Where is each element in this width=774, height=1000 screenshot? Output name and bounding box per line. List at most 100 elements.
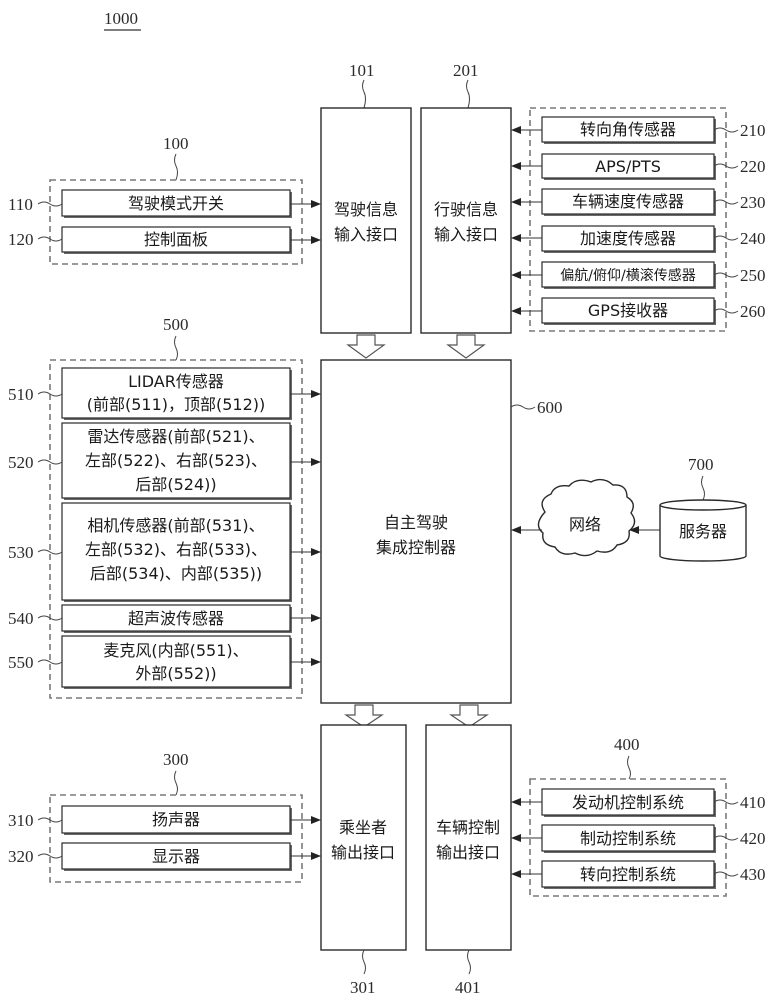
interface-301[interactable]: 乘坐者 输出接口 301	[320, 724, 407, 997]
label-230: 车辆速度传感器	[572, 192, 684, 211]
leader-700	[701, 475, 705, 501]
component-420[interactable]: 制动控制系统	[541, 824, 716, 853]
component-530[interactable]: 相机传感器(前部(531)、 左部(532)、右部(533)、 后部(534)、…	[61, 502, 292, 602]
leader-260	[713, 308, 739, 314]
component-510[interactable]: LIDAR传感器 (前部(511)，顶部(512))	[61, 367, 292, 420]
component-230[interactable]: 车辆速度传感器	[541, 188, 716, 216]
group-passenger-output-devices: 300 扬声器 310 显示器 320	[8, 750, 321, 883]
ref-220: 220	[740, 157, 766, 176]
arrow-right-icon	[311, 200, 321, 208]
component-320[interactable]: 显示器	[61, 842, 292, 871]
box-201[interactable]	[420, 107, 512, 334]
ref-700: 700	[688, 455, 714, 474]
leader-300	[174, 770, 178, 796]
arrow-left-icon	[511, 162, 521, 170]
component-410[interactable]: 发动机控制系统	[541, 788, 716, 817]
box-120[interactable]	[61, 226, 291, 253]
box-540[interactable]	[61, 604, 291, 632]
component-430[interactable]: 转向控制系统	[541, 860, 716, 889]
arrow-right-icon	[311, 390, 321, 398]
box-401[interactable]	[425, 724, 512, 951]
leader-410	[713, 799, 739, 805]
component-260[interactable]: GPS接收器	[541, 297, 716, 325]
label-220: APS/PTS	[595, 157, 661, 176]
label-430: 转向控制系统	[580, 865, 676, 884]
group-ref-500: 500	[163, 315, 189, 334]
ref-120: 120	[8, 230, 34, 249]
label-201-line2: 输入接口	[434, 225, 498, 244]
component-310[interactable]: 扬声器	[61, 805, 292, 835]
arrow-left-icon	[511, 526, 521, 534]
ref-101: 101	[349, 61, 375, 80]
component-550[interactable]: 麦克风(内部(551)、 外部(552))	[61, 635, 292, 689]
box-240[interactable]	[541, 225, 715, 252]
group-ref-300: 300	[163, 750, 189, 769]
component-540[interactable]: 超声波传感器	[61, 604, 292, 633]
arrow-left-icon	[629, 526, 639, 534]
ref-320: 320	[8, 847, 34, 866]
box-600[interactable]	[320, 359, 512, 704]
component-120[interactable]: 控制面板	[61, 226, 292, 254]
leader-310	[37, 817, 63, 823]
box-230[interactable]	[541, 188, 715, 215]
component-110[interactable]: 驾驶模式开关	[61, 189, 292, 218]
arrow-left-icon	[511, 271, 521, 279]
ref-210: 210	[740, 121, 766, 140]
interface-101[interactable]: 101 驾驶信息 输入接口	[320, 61, 412, 334]
component-520[interactable]: 雷达传感器(前部(521)、 左部(522)、右部(523)、 后部(524))	[61, 422, 292, 500]
ref-520: 520	[8, 453, 34, 472]
box-260[interactable]	[541, 297, 715, 324]
ref-310: 310	[8, 811, 34, 830]
group-vehicle-control-systems: 400 发动机控制系统 410 制动控制系统 420 转向控制系统 430	[511, 735, 766, 897]
leader-101	[362, 79, 366, 109]
arrow-right-icon	[311, 236, 321, 244]
arrow-right-icon	[311, 458, 321, 466]
box-430[interactable]	[541, 860, 715, 888]
label-401-line1: 车辆控制	[436, 818, 500, 837]
box-301[interactable]	[320, 724, 407, 951]
ref-600: 600	[537, 398, 563, 417]
component-220[interactable]: APS/PTS	[541, 153, 716, 180]
ref-510: 510	[8, 385, 34, 404]
block-arrow-down-icon	[449, 704, 489, 728]
box-530[interactable]	[61, 502, 291, 601]
database-icon	[659, 505, 747, 562]
leader-401	[467, 949, 471, 975]
dashed-group-500	[49, 359, 303, 699]
box-510[interactable]	[61, 367, 291, 419]
label-301-line1: 乘坐者	[339, 818, 387, 837]
ref-250: 250	[740, 266, 766, 285]
label-210: 转向角传感器	[580, 120, 676, 139]
label-101-line1: 驾驶信息	[334, 200, 398, 219]
box-110[interactable]	[61, 189, 291, 217]
group-ref-400: 400	[614, 735, 640, 754]
component-240[interactable]: 加速度传感器	[541, 225, 716, 253]
controller-600[interactable]: 自主驾驶 集成控制器	[320, 359, 512, 704]
leader-500	[174, 335, 178, 361]
arrow-left-icon	[511, 307, 521, 315]
label-520-line1: 雷达传感器(前部(521)、	[87, 427, 264, 446]
component-250[interactable]: 偏航/俯仰/横滚传感器	[541, 261, 716, 289]
box-520[interactable]	[61, 422, 291, 499]
ref-110: 110	[8, 195, 33, 214]
leader-201	[466, 79, 470, 109]
interface-201[interactable]: 201 行驶信息 输入接口	[420, 61, 512, 334]
leader-520	[37, 459, 63, 465]
component-210[interactable]: 转向角传感器	[541, 116, 716, 144]
box-250[interactable]	[541, 261, 715, 288]
network-cloud[interactable]: 网络	[537, 478, 636, 557]
label-310: 扬声器	[152, 810, 200, 829]
arrow-right-icon	[311, 548, 321, 556]
arrow-right-icon	[311, 658, 321, 666]
ref-410: 410	[740, 793, 766, 812]
arrow-left-icon	[511, 798, 521, 806]
interface-401[interactable]: 车辆控制 输出接口 401	[425, 724, 512, 997]
ref-301: 301	[350, 978, 376, 997]
leader-301	[362, 949, 366, 975]
box-101[interactable]	[320, 107, 412, 334]
server-700[interactable]: 700 服务器	[659, 455, 747, 562]
figure-ref: 1000	[104, 9, 138, 28]
arrow-left-icon	[511, 126, 521, 134]
dashed-group-300	[49, 794, 303, 883]
network-label: 网络	[569, 515, 601, 534]
